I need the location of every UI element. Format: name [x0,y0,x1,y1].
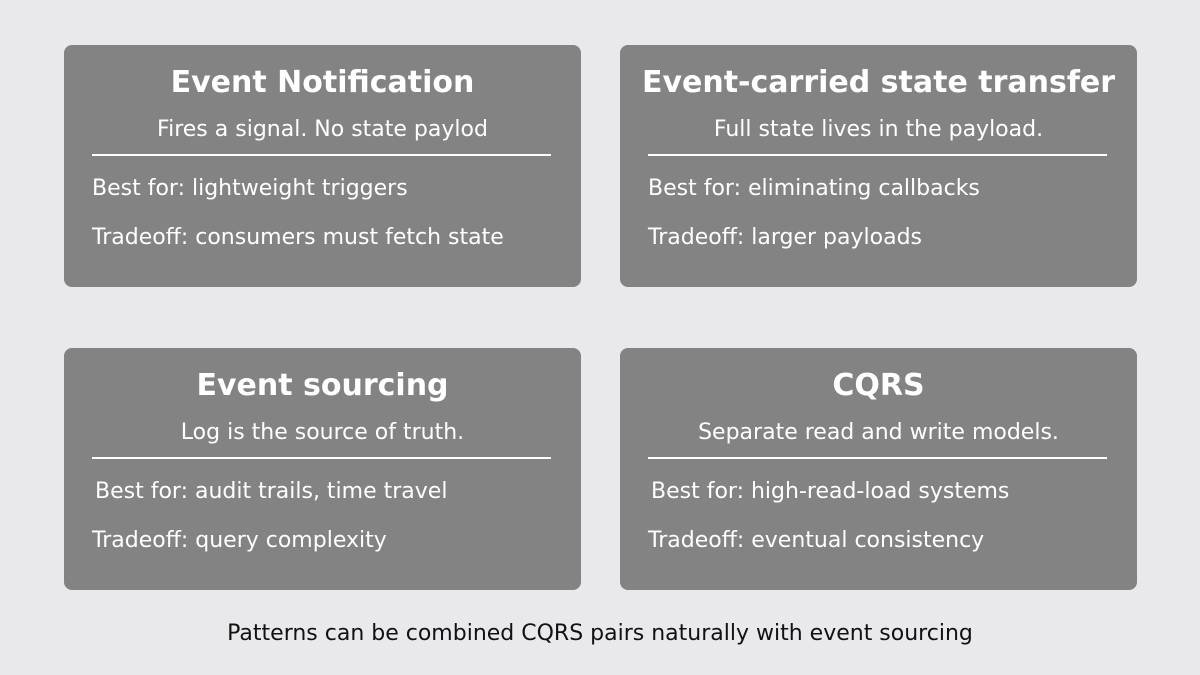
card-subtitle: Log is the source of truth. [180,420,465,445]
card-divider [92,154,551,156]
card-tradeoff: Tradeoff: consumers must fetch state [92,225,504,250]
card-divider [92,457,551,459]
pattern-card-event-sourcing: Event sourcing Log is the source of trut… [64,348,581,590]
pattern-card-cqrs: CQRS Separate read and write models. Bes… [620,348,1137,590]
footer-note: Patterns can be combined CQRS pairs natu… [227,621,973,646]
card-tradeoff: Tradeoff: larger payloads [648,225,922,250]
card-title: Event-carried state transfer [641,65,1116,100]
card-title: Event sourcing [196,368,449,403]
card-divider [648,457,1107,459]
card-title: Event Notification [170,65,475,100]
pattern-card-event-carried-state-transfer: Event-carried state transfer Full state … [620,45,1137,287]
card-subtitle: Fires a signal. No state paylod [157,117,488,142]
pattern-card-event-notification: Event Notification Fires a signal. No st… [64,45,581,287]
card-tradeoff: Tradeoff: eventual consistency [648,528,985,553]
card-divider [648,154,1107,156]
card-title: CQRS [832,368,925,403]
card-best-for: Best for: high-read-load systems [651,479,1010,504]
card-subtitle: Separate read and write models. [698,420,1059,445]
card-subtitle: Full state lives in the payload. [713,117,1044,142]
card-best-for: Best for: eliminating callbacks [648,176,980,201]
card-best-for: Best for: lightweight triggers [92,176,408,201]
card-tradeoff: Tradeoff: query complexity [92,528,387,553]
card-best-for: Best for: audit trails, time travel [95,479,448,504]
